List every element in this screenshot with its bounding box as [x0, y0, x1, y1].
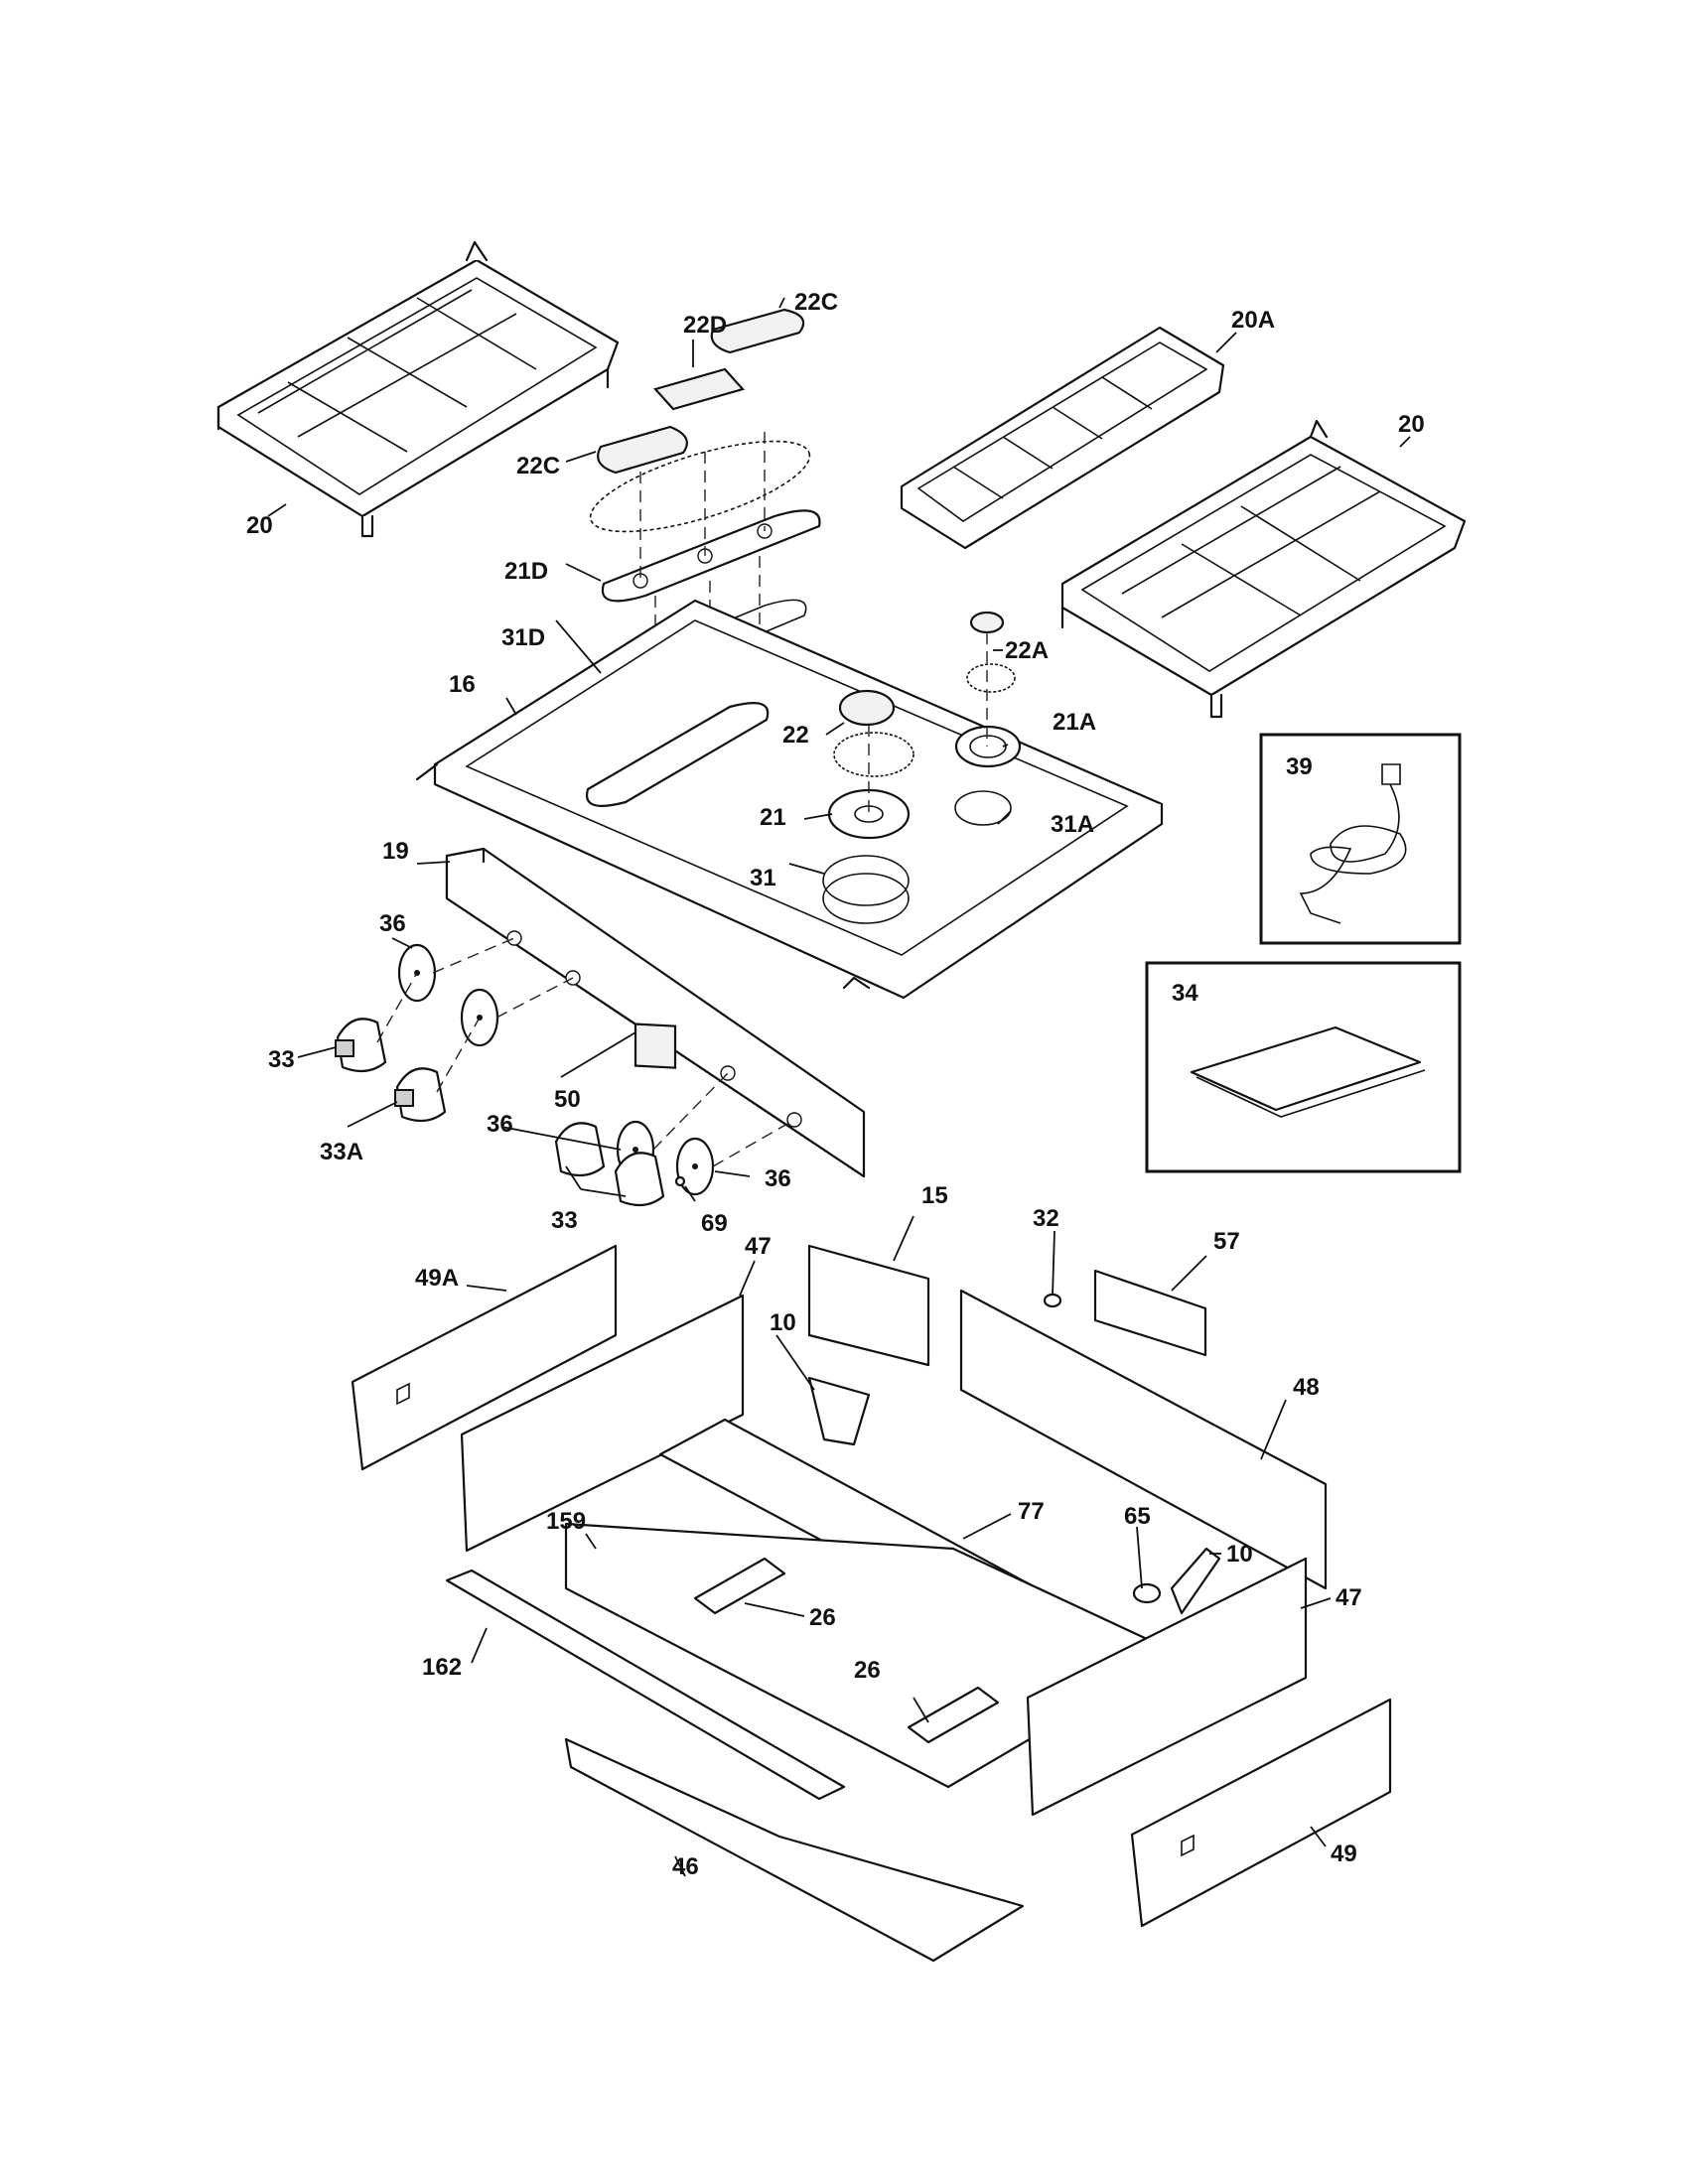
- label-39: 39: [1286, 753, 1313, 780]
- cover-plate-57[interactable]: [1093, 1269, 1207, 1357]
- side-frame-47-right[interactable]: [1026, 1557, 1308, 1817]
- label-33A: 33A: [320, 1139, 363, 1165]
- bracket-26-b[interactable]: [907, 1686, 1000, 1744]
- part-labels: 20 22D 22C 22C 20A 20 21D 31D 22A 16 22 …: [246, 289, 1425, 1880]
- label-31A: 31A: [1051, 811, 1094, 838]
- label-36-a: 36: [379, 910, 406, 937]
- label-48: 48: [1293, 1374, 1320, 1401]
- control-panel-19[interactable]: [445, 847, 866, 1178]
- knob-33-b[interactable]: [554, 1122, 606, 1177]
- burner-cap-22C-top[interactable]: [710, 308, 805, 354]
- label-20-right: 20: [1398, 411, 1425, 438]
- label-31: 31: [750, 865, 776, 891]
- burner-head-22[interactable]: [833, 732, 914, 777]
- label-31D: 31D: [501, 624, 545, 651]
- label-22C-top: 22C: [794, 289, 838, 316]
- label-26-a: 26: [809, 1604, 836, 1631]
- orifice-32[interactable]: [1043, 1293, 1062, 1308]
- knob-33A[interactable]: [394, 1067, 447, 1123]
- label-20-left: 20: [246, 512, 273, 539]
- bracket-10-a[interactable]: [807, 1376, 871, 1446]
- label-15: 15: [921, 1182, 948, 1209]
- bezel-36-d[interactable]: [675, 1137, 715, 1196]
- grate-left[interactable]: [216, 240, 620, 538]
- label-33-b: 33: [551, 1207, 578, 1234]
- griddle-34[interactable]: [1145, 961, 1462, 1173]
- screw-69[interactable]: [674, 1175, 686, 1187]
- burner-base-21[interactable]: [827, 788, 911, 840]
- label-10-a: 10: [770, 1309, 796, 1336]
- label-36-c: 36: [765, 1165, 791, 1192]
- burner-base-21A[interactable]: [954, 725, 1022, 768]
- leader-lines: [267, 297, 1411, 1877]
- knob-33-a[interactable]: [335, 1018, 387, 1073]
- label-21A: 21A: [1053, 709, 1096, 736]
- burner-cap-22[interactable]: [838, 689, 896, 727]
- label-77: 77: [1018, 1498, 1045, 1525]
- label-21: 21: [760, 804, 786, 831]
- label-22C-mid: 22C: [516, 453, 560, 479]
- label-19: 19: [382, 838, 409, 865]
- label-36-b: 36: [487, 1111, 513, 1138]
- label-46: 46: [672, 1853, 699, 1880]
- label-32: 32: [1033, 1205, 1059, 1232]
- bracket-26-a[interactable]: [693, 1557, 786, 1615]
- label-34: 34: [1172, 980, 1198, 1007]
- side-panel-49A[interactable]: [351, 1244, 618, 1471]
- label-21D: 21D: [504, 558, 548, 585]
- label-159: 159: [546, 1508, 586, 1535]
- side-frame-47-left[interactable]: [460, 1294, 745, 1553]
- label-57: 57: [1213, 1228, 1240, 1255]
- washer-65[interactable]: [1132, 1582, 1162, 1604]
- rear-panel-48[interactable]: [959, 1289, 1328, 1590]
- label-22A: 22A: [1005, 637, 1049, 664]
- oval-burner-head[interactable]: [582, 423, 819, 550]
- label-49A: 49A: [415, 1265, 459, 1292]
- bracket-10-b[interactable]: [1170, 1547, 1221, 1615]
- cooktop-16[interactable]: [415, 599, 1164, 1000]
- label-47-a: 47: [745, 1233, 772, 1260]
- oval-burner-base-21D[interactable]: [601, 509, 821, 603]
- burner-cap-22D[interactable]: [653, 367, 745, 411]
- heat-shield-15[interactable]: [807, 1244, 930, 1367]
- label-16: 16: [449, 671, 476, 698]
- power-cord-39[interactable]: [1259, 733, 1462, 945]
- label-50: 50: [554, 1086, 581, 1113]
- knob-33-c[interactable]: [614, 1152, 665, 1207]
- burner-ring-31[interactable]: [822, 855, 910, 924]
- grate-right-small[interactable]: [900, 326, 1225, 550]
- label-69: 69: [701, 1210, 728, 1237]
- label-20A: 20A: [1231, 307, 1275, 334]
- label-33-a: 33: [268, 1046, 295, 1073]
- burner-cap-22A[interactable]: [969, 611, 1005, 634]
- burner-cap-22C-mid[interactable]: [597, 425, 688, 475]
- burner-head-22A[interactable]: [966, 663, 1016, 693]
- label-65: 65: [1124, 1503, 1151, 1530]
- burner-ring-31A[interactable]: [954, 790, 1012, 826]
- label-162: 162: [422, 1654, 462, 1681]
- side-panel-49[interactable]: [1130, 1698, 1392, 1928]
- grate-right[interactable]: [1060, 419, 1467, 719]
- label-49: 49: [1331, 1841, 1357, 1867]
- label-10-b: 10: [1226, 1541, 1253, 1568]
- front-rail-162[interactable]: [445, 1569, 846, 1801]
- label-26-b: 26: [854, 1657, 881, 1684]
- label-22: 22: [782, 722, 809, 749]
- label-47-b: 47: [1336, 1584, 1362, 1611]
- bottom-pan-46[interactable]: [564, 1737, 1025, 1963]
- label-22D: 22D: [683, 312, 727, 339]
